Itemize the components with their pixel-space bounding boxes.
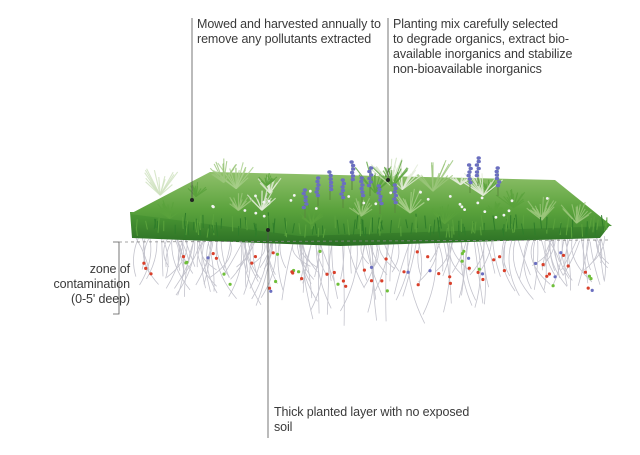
leader-dot-planting-mix [386,178,390,182]
leader-dot-mowed [190,198,194,202]
label-planting-mix: Planting mix carefully selected to degra… [393,17,573,76]
flower-spikes [211,156,549,219]
leader-dot-thick-layer [266,228,270,232]
label-zone-of-contamination: zone of contamination (0-5' deep) [53,262,130,306]
label-mowed-harvested: Mowed and harvested annually to remove a… [197,17,381,46]
zone-bracket [113,241,120,315]
grass-tufts [135,157,608,238]
contaminant-particles [142,249,594,293]
label-thick-planted-layer: Thick planted layer with no exposed soil [274,405,470,434]
